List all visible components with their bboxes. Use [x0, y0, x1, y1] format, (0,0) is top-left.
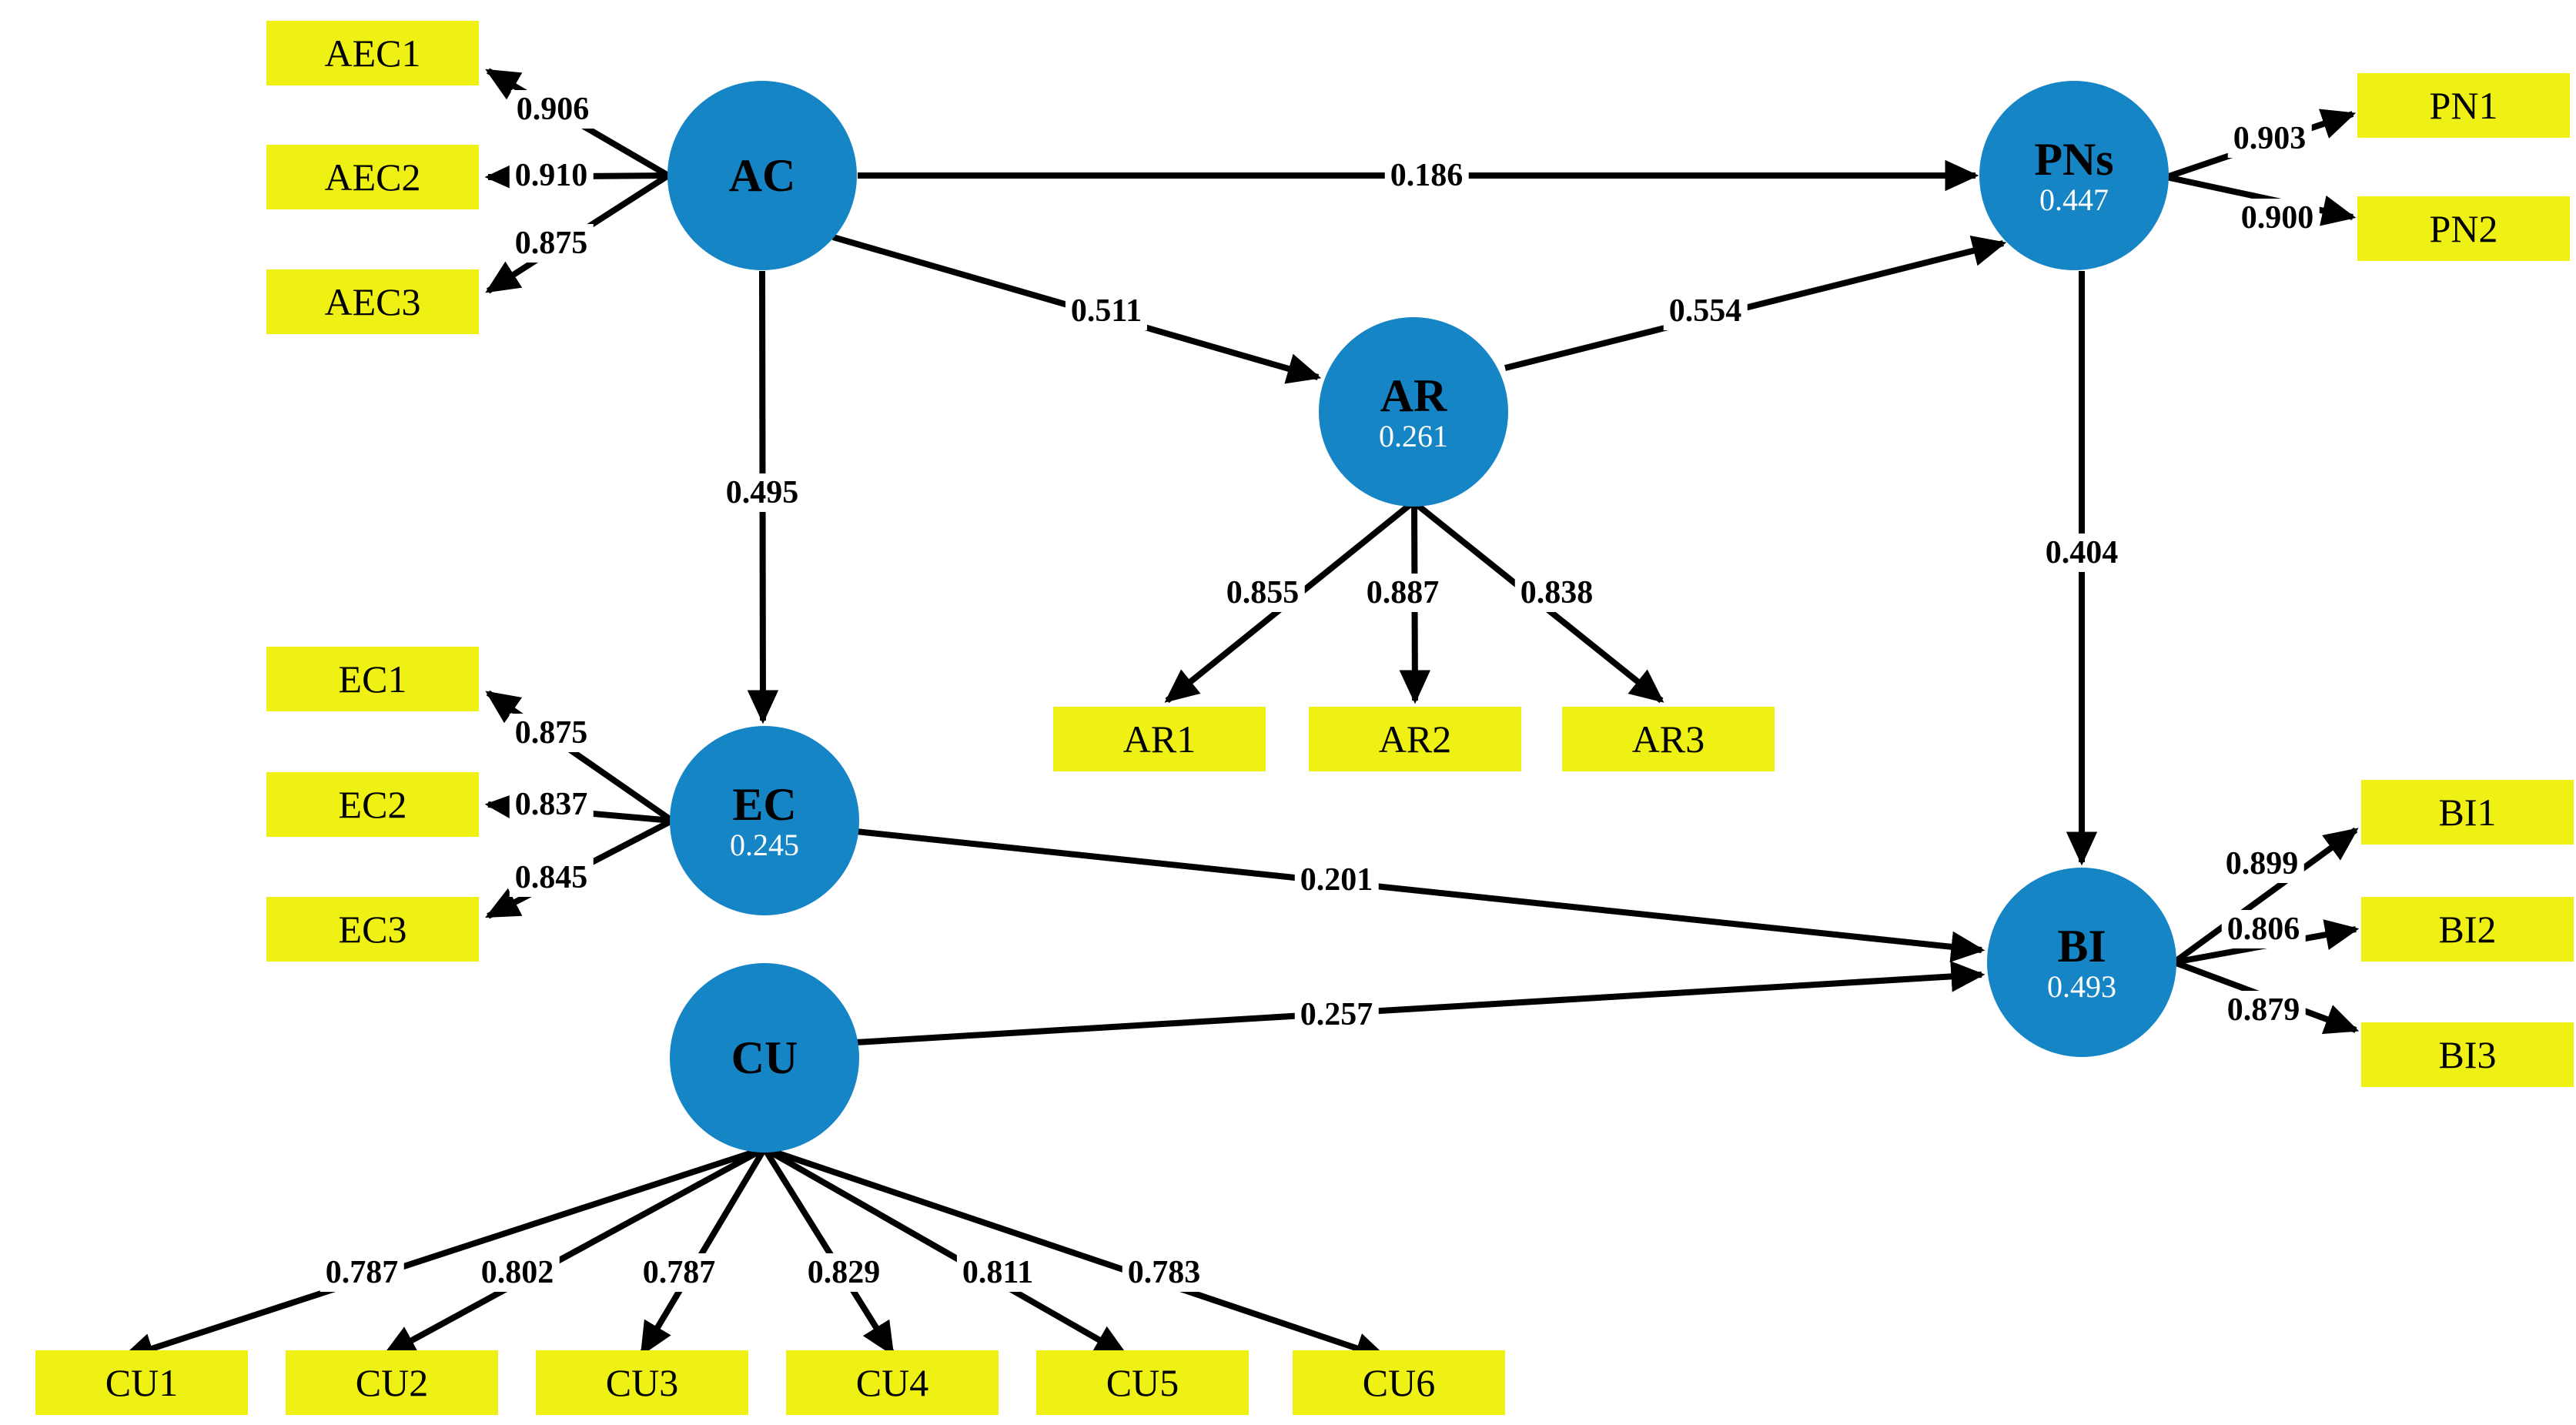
indicator-PN2-label: PN2 [2429, 207, 2498, 250]
indicator-EC3-label: EC3 [338, 908, 407, 951]
construct-CU-label: CU [731, 1032, 798, 1083]
path-coef-AR-PNs: 0.554 [1663, 292, 1748, 330]
construct-AC-label: AC [728, 149, 796, 201]
indicator-CU2-label: CU2 [355, 1361, 429, 1404]
indicator-AEC2-label: AEC2 [324, 156, 421, 199]
indicator-AEC3: AEC3 [266, 269, 479, 334]
loading-BI1: 0.899 [2220, 845, 2304, 883]
loading-CU1: 0.787 [319, 1253, 404, 1292]
construct-CU: CU [670, 963, 859, 1152]
indicator-CU1: CU1 [35, 1350, 248, 1415]
indicator-AEC3-label: AEC3 [324, 280, 421, 323]
loading-BI3: 0.879 [2221, 991, 2306, 1029]
edge-AR-PNs [1504, 235, 2007, 371]
construct-BI-r2: 0.493 [2047, 968, 2116, 1004]
construct-AC: AC [667, 81, 857, 270]
loading-AR2: 0.887 [1360, 574, 1445, 612]
indicator-CU3-label: CU3 [605, 1361, 679, 1404]
indicator-CU6-label: CU6 [1362, 1361, 1436, 1404]
edge-CU-CU5 [763, 1146, 1129, 1358]
indicator-CU4-label: CU4 [855, 1361, 929, 1404]
indicator-CU6: CU6 [1293, 1350, 1505, 1415]
indicator-CU1-label: CU1 [105, 1361, 179, 1404]
indicator-PN2: PN2 [2357, 196, 2570, 261]
indicator-AEC1: AEC1 [266, 21, 479, 85]
indicator-EC1: EC1 [266, 647, 479, 711]
indicator-AEC1-label: AEC1 [324, 32, 421, 75]
indicator-PN1: PN1 [2357, 73, 2570, 138]
construct-PNs-label: PNs [2034, 133, 2114, 185]
indicator-PN1-label: PN1 [2429, 84, 2498, 127]
loading-BI2: 0.806 [2221, 910, 2306, 948]
construct-BI-label: BI [2057, 920, 2106, 972]
construct-EC-r2: 0.245 [730, 827, 799, 862]
indicator-CU5-label: CU5 [1106, 1361, 1179, 1404]
construct-AR: AR 0.261 [1319, 317, 1508, 507]
indicator-BI1: BI1 [2361, 780, 2574, 845]
indicator-BI2: BI2 [2361, 897, 2574, 962]
loading-CU5: 0.811 [956, 1253, 1039, 1292]
loading-AEC3: 0.875 [509, 224, 594, 263]
loading-CU4: 0.829 [801, 1253, 886, 1292]
edge-PNs-PN2 [2166, 174, 2357, 226]
path-coef-AC-EC: 0.495 [720, 473, 805, 512]
indicator-AR1: AR1 [1053, 707, 1266, 771]
loading-PN1: 0.903 [2227, 119, 2312, 158]
indicator-CU3: CU3 [536, 1350, 748, 1415]
construct-EC-label: EC [732, 778, 797, 830]
construct-PNs: PNs 0.447 [1979, 81, 2169, 270]
indicator-CU5: CU5 [1036, 1350, 1249, 1415]
edge-CU-CU3 [639, 1146, 768, 1356]
indicator-EC1-label: EC1 [338, 657, 407, 701]
loading-AEC1: 0.906 [510, 90, 595, 129]
loading-AEC2: 0.910 [509, 156, 594, 195]
edge-CU-CU2 [382, 1146, 766, 1358]
construct-AR-label: AR [1380, 370, 1447, 421]
path-coef-AC-AR: 0.511 [1065, 292, 1148, 330]
path-coef-PNs-BI: 0.404 [2039, 534, 2124, 572]
indicator-AR2: AR2 [1309, 707, 1521, 771]
loading-PN2: 0.900 [2235, 199, 2320, 237]
edge-CU-CU4 [761, 1146, 895, 1356]
indicator-AR1-label: AR1 [1122, 718, 1196, 761]
path-coef-AC-PNs: 0.186 [1384, 156, 1469, 195]
indicator-CU4: CU4 [786, 1350, 999, 1415]
edge-CU-CU1 [119, 1146, 766, 1363]
path-coef-EC-BI: 0.201 [1294, 861, 1379, 899]
indicator-BI1-label: BI1 [2438, 791, 2497, 834]
loading-EC2: 0.837 [509, 785, 594, 824]
construct-EC: EC 0.245 [670, 726, 859, 915]
indicator-EC2-label: EC2 [338, 783, 407, 826]
edge-EC-BI [855, 828, 1986, 962]
indicator-EC2: EC2 [266, 772, 479, 837]
edge-BI-BI1 [2172, 827, 2359, 965]
indicator-EC3: EC3 [266, 897, 479, 962]
loading-CU2: 0.802 [475, 1253, 560, 1292]
loading-CU6: 0.783 [1122, 1253, 1206, 1292]
indicator-CU2: CU2 [286, 1350, 498, 1415]
indicator-BI2-label: BI2 [2438, 908, 2497, 951]
loading-EC1: 0.875 [509, 714, 594, 752]
indicator-AR3-label: AR3 [1631, 718, 1705, 761]
path-coef-CU-BI: 0.257 [1294, 995, 1379, 1034]
loading-AR3: 0.838 [1514, 574, 1599, 612]
construct-BI: BI 0.493 [1987, 868, 2176, 1057]
edge-CU-BI [855, 961, 1986, 1045]
edge-CU-CU6 [763, 1146, 1390, 1363]
indicator-AR2-label: AR2 [1378, 718, 1452, 761]
indicator-AR3: AR3 [1562, 707, 1775, 771]
construct-PNs-r2: 0.447 [2039, 182, 2109, 217]
loading-EC3: 0.845 [509, 858, 594, 897]
indicator-AEC2: AEC2 [266, 145, 479, 209]
indicator-BI3-label: BI3 [2438, 1033, 2497, 1076]
construct-AR-r2: 0.261 [1379, 418, 1448, 453]
loading-AR1: 0.855 [1220, 574, 1305, 612]
loading-CU3: 0.787 [637, 1253, 721, 1292]
indicator-BI3: BI3 [2361, 1022, 2574, 1087]
